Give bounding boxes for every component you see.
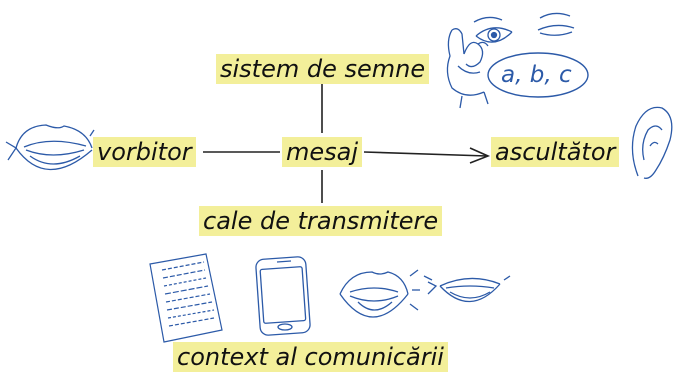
ear-icon	[631, 106, 673, 179]
label-transmission-channel: cale de transmitere	[199, 206, 443, 236]
label-speaker: vorbitor	[93, 137, 196, 167]
label-sign-system: sistem de semne	[216, 54, 430, 84]
label-message: mesaj	[282, 137, 363, 167]
eyes-icon	[473, 12, 575, 43]
arrow-head	[469, 147, 491, 164]
line-right-arrow	[363, 151, 488, 157]
symbol-text: a, b, c	[501, 62, 572, 88]
ok-hand-icon	[446, 28, 489, 109]
connector-lines	[203, 82, 491, 203]
label-listener: ascultător	[491, 137, 620, 167]
open-mouth-icon	[339, 269, 420, 318]
label-communication-context: context al comunicării	[173, 342, 448, 372]
symbol-ellipse	[487, 52, 589, 98]
smiling-mouth-icon	[423, 275, 511, 303]
paper-document-icon	[149, 253, 223, 343]
smartphone-icon	[255, 256, 311, 336]
mouth-icon	[5, 124, 101, 171]
